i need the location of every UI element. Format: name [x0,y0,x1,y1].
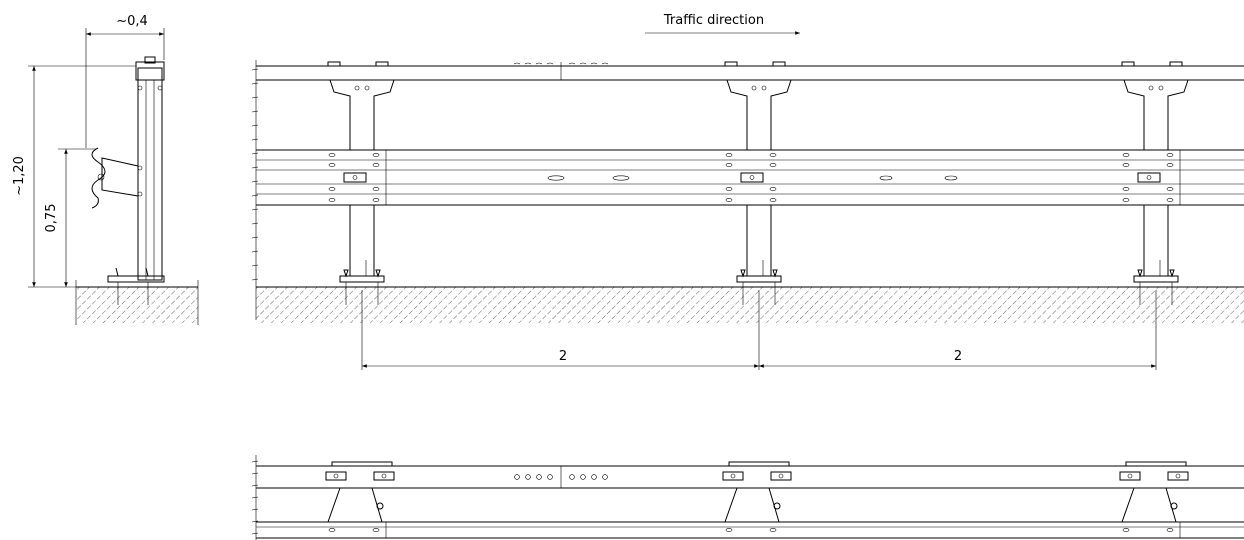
w-beam-side [91,147,106,209]
post-plan [325,461,395,532]
post-elevation [1121,61,1189,305]
ground-hatch-side [76,287,198,323]
width-label: ~0,4 [116,14,148,29]
post-elevation [724,61,792,305]
rail-height-label: 0,75 [44,204,59,233]
post-side [137,67,163,281]
post-plan [722,461,792,532]
traffic-direction: Traffic direction [645,13,800,35]
post-plan [1119,461,1189,532]
post-elevation [327,61,395,305]
base-plate-side [107,275,165,283]
elevation-view: 2 2 [251,60,1244,370]
plan-view [251,455,1244,540]
height-label: ~1,20 [12,156,27,196]
top-rail-side [135,61,165,81]
spacing-label-2: 2 [954,349,962,364]
spacing-label-1: 2 [559,349,567,364]
title: Traffic direction [663,13,764,28]
side-section-view: ~0,4 ~1,20 0,75 [12,14,199,325]
ground-hatch-elevation [256,287,1244,323]
